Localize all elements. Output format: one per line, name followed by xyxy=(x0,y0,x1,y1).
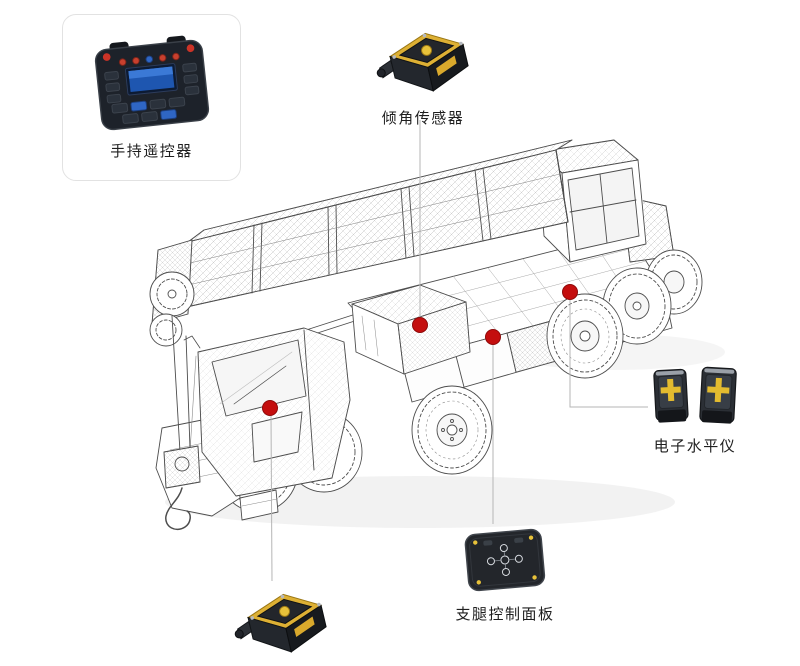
remote-control-image xyxy=(94,35,209,131)
sensor-marker-rear-deck xyxy=(562,284,578,300)
tilt-sensor-bottom: 倾角传感器 xyxy=(226,583,336,666)
sensor-marker-boom-base xyxy=(412,317,428,333)
tilt-sensor-bottom-image xyxy=(234,593,327,653)
remote-control-card: 手持遥控器 xyxy=(62,14,241,181)
electronic-level-image xyxy=(653,366,737,424)
tilt-sensor-top-label: 倾角传感器 xyxy=(381,110,465,127)
electronic-level: 电子水平仪 xyxy=(645,366,745,456)
connector-tilt-bottom xyxy=(270,415,273,582)
sensor-marker-outrigger xyxy=(485,329,501,345)
sensor-marker-cab xyxy=(262,400,278,416)
outrigger-control-panel: 支腿控制面板 xyxy=(455,526,555,624)
tilt-sensor-top: 倾角传感器 xyxy=(368,22,478,128)
outrigger-panel-image xyxy=(464,528,546,592)
remote-control-label: 手持遥控器 xyxy=(110,143,193,160)
tilt-sensor-top-image xyxy=(376,32,469,92)
outrigger-panel-label: 支腿控制面板 xyxy=(455,606,555,623)
connector-electronic-level xyxy=(569,300,648,408)
electronic-level-label: 电子水平仪 xyxy=(653,438,737,455)
